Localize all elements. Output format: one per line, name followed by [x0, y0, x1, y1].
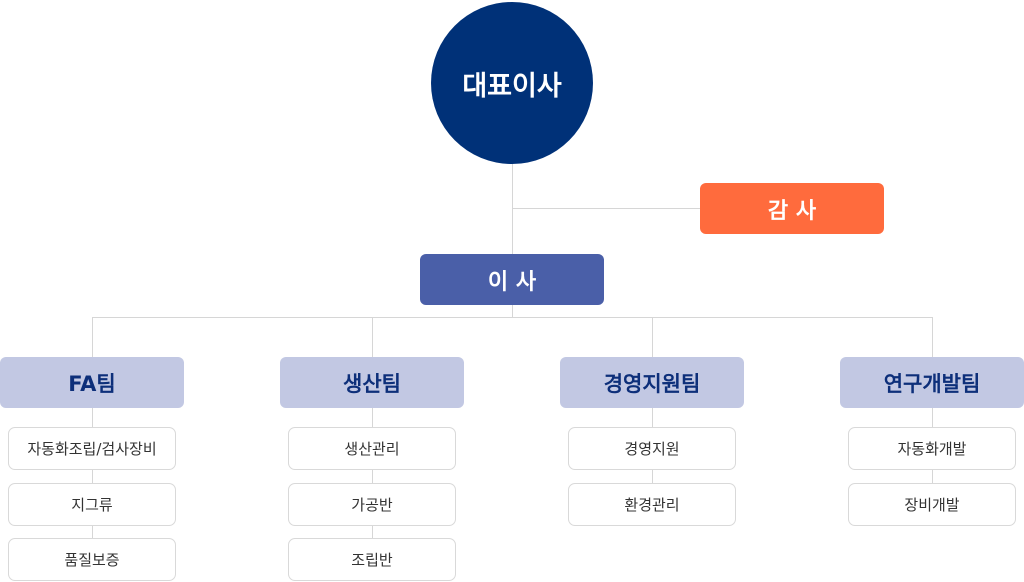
connector-ceo-director: [512, 164, 513, 318]
connector-audit: [512, 208, 700, 209]
team-fa: FA팀: [0, 357, 184, 408]
sub-unit: 자동화개발: [848, 427, 1016, 470]
connector-team-2: [372, 317, 373, 357]
connector-team-3: [652, 317, 653, 357]
connector-teams-horizontal: [92, 317, 932, 318]
connector-subs-2: [372, 408, 373, 548]
sub-unit: 생산관리: [288, 427, 456, 470]
ceo-node: 대표이사: [431, 2, 593, 164]
team-rnd: 연구개발팀: [840, 357, 1024, 408]
connector-team-1: [92, 317, 93, 357]
director-node: 이 사: [420, 254, 604, 305]
connector-subs-1: [92, 408, 93, 548]
sub-unit: 장비개발: [848, 483, 1016, 526]
sub-unit: 품질보증: [8, 538, 176, 581]
team-production: 생산팀: [280, 357, 464, 408]
sub-unit: 경영지원: [568, 427, 736, 470]
connector-team-4: [932, 317, 933, 357]
audit-node: 감 사: [700, 183, 884, 234]
sub-unit: 환경관리: [568, 483, 736, 526]
sub-unit: 가공반: [288, 483, 456, 526]
team-management-support: 경영지원팀: [560, 357, 744, 408]
sub-unit: 자동화조립/검사장비: [8, 427, 176, 470]
sub-unit: 조립반: [288, 538, 456, 581]
sub-unit: 지그류: [8, 483, 176, 526]
